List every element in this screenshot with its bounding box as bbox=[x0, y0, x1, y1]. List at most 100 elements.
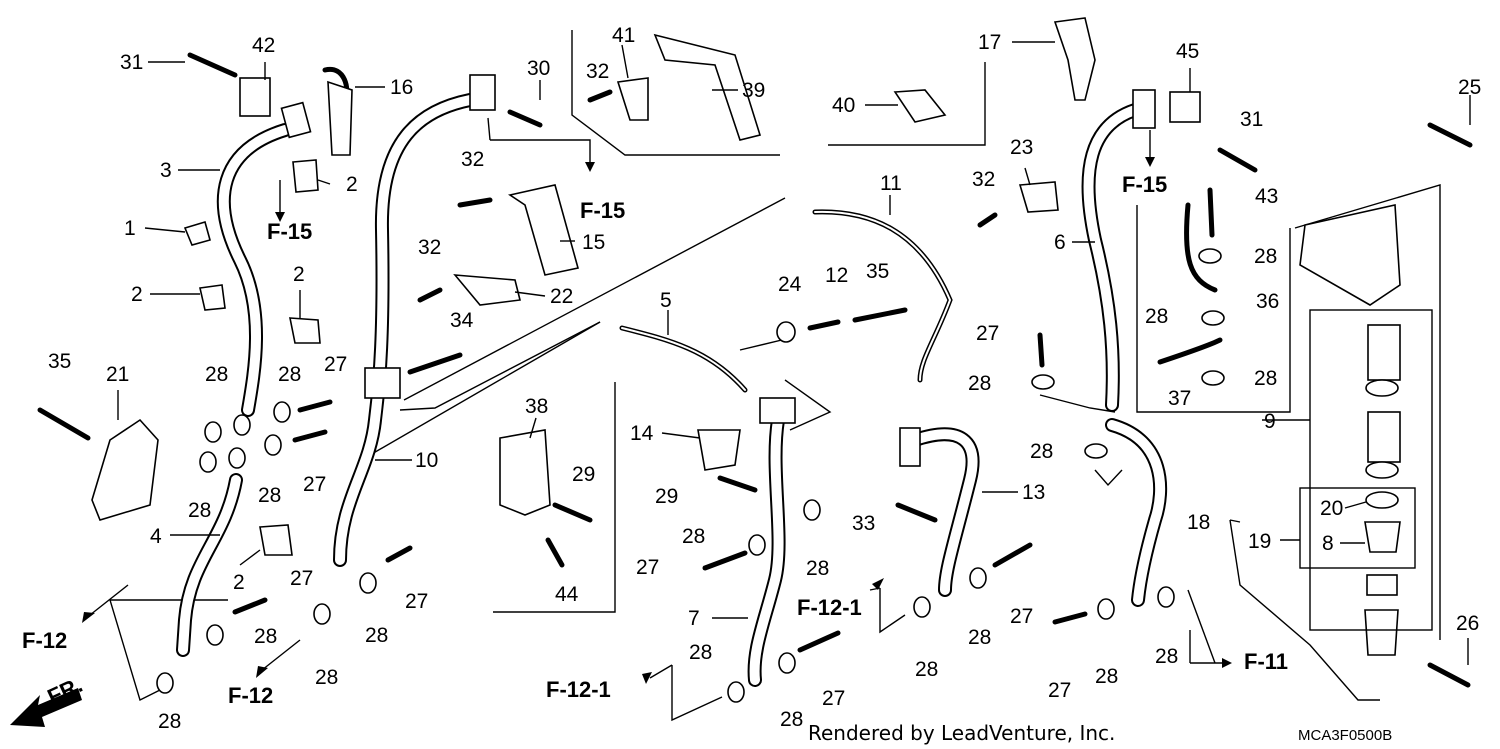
ref-f12-1-bottom: F-12-1 bbox=[546, 677, 611, 702]
callout-31: 31 bbox=[1240, 108, 1263, 131]
callout-29: 29 bbox=[655, 485, 678, 508]
ref-f12-left: F-12 bbox=[22, 628, 67, 653]
callout-36: 36 bbox=[1256, 290, 1279, 313]
callout-26: 26 bbox=[1456, 612, 1479, 635]
callout-45: 45 bbox=[1176, 40, 1199, 63]
callout-4: 4 bbox=[150, 525, 162, 548]
callout-42: 42 bbox=[252, 34, 275, 57]
callout-35: 35 bbox=[48, 350, 71, 373]
callout-27: 27 bbox=[324, 353, 347, 376]
callout-33: 33 bbox=[852, 512, 875, 535]
ref-f12-bottom: F-12 bbox=[228, 683, 273, 708]
callout-14: 14 bbox=[630, 422, 654, 445]
callout-13: 13 bbox=[1022, 481, 1045, 504]
callout-28: 28 bbox=[968, 626, 991, 649]
callout-5: 5 bbox=[660, 289, 672, 312]
callout-27: 27 bbox=[636, 556, 659, 579]
ref-f12-1-middle: F-12-1 bbox=[797, 595, 862, 620]
callout-8: 8 bbox=[1322, 532, 1334, 555]
ref-f15-right: F-15 bbox=[1122, 172, 1167, 197]
callout-28: 28 bbox=[254, 625, 277, 648]
callout-37: 37 bbox=[1168, 387, 1191, 410]
ref-f15-middle: F-15 bbox=[580, 198, 625, 223]
callout-17: 17 bbox=[978, 31, 1001, 54]
callout-27: 27 bbox=[1048, 679, 1071, 702]
callout-25: 25 bbox=[1458, 76, 1481, 99]
washers-and-bolts bbox=[37, 52, 1473, 703]
callout-28: 28 bbox=[689, 641, 712, 664]
callout-28: 28 bbox=[365, 624, 388, 647]
callout-28: 28 bbox=[915, 658, 938, 681]
callout-30: 30 bbox=[527, 57, 550, 80]
callout-21: 21 bbox=[106, 363, 129, 386]
callout-3: 3 bbox=[160, 159, 172, 182]
callout-27: 27 bbox=[822, 687, 845, 710]
callout-28: 28 bbox=[682, 525, 705, 548]
callout-2: 2 bbox=[346, 173, 358, 196]
diagram-code: MCA3F0500B bbox=[1298, 727, 1392, 744]
leader-lines bbox=[82, 41, 1471, 684]
callout-28: 28 bbox=[1254, 245, 1277, 268]
callout-28: 28 bbox=[278, 363, 301, 386]
callout-27: 27 bbox=[303, 473, 326, 496]
callout-28: 28 bbox=[1155, 645, 1178, 668]
callout-20: 20 bbox=[1320, 497, 1343, 520]
callout-38: 38 bbox=[525, 395, 548, 418]
callout-28: 28 bbox=[1254, 367, 1277, 390]
callout-22: 22 bbox=[550, 285, 573, 308]
callout-29: 29 bbox=[572, 463, 595, 486]
callout-28: 28 bbox=[780, 708, 803, 731]
callout-28: 28 bbox=[205, 363, 228, 386]
ref-f15-left: F-15 bbox=[267, 219, 312, 244]
brake-hoses bbox=[176, 93, 1168, 687]
callout-27: 27 bbox=[405, 590, 428, 613]
callout-12: 12 bbox=[825, 264, 848, 287]
callout-32: 32 bbox=[461, 148, 484, 171]
callout-28: 28 bbox=[315, 666, 338, 689]
brake-pipes bbox=[322, 66, 1223, 393]
callout-2: 2 bbox=[131, 283, 143, 306]
callout-28: 28 bbox=[188, 499, 211, 522]
callout-44: 44 bbox=[555, 583, 579, 606]
callout-1: 1 bbox=[124, 217, 136, 240]
callout-27: 27 bbox=[976, 322, 999, 345]
callout-34: 34 bbox=[450, 309, 474, 332]
callout-9: 9 bbox=[1264, 410, 1276, 433]
callout-35: 35 bbox=[866, 260, 889, 283]
callout-11: 11 bbox=[880, 172, 902, 195]
callout-28: 28 bbox=[258, 484, 281, 507]
callout-numbers: 31 42 16 3 2 1 2 2 35 21 28 28 27 28 28 … bbox=[48, 24, 1481, 733]
callout-28: 28 bbox=[806, 557, 829, 580]
credit-text: Rendered by LeadVenture, Inc. bbox=[808, 721, 1115, 745]
callout-15: 15 bbox=[582, 231, 605, 254]
callout-27: 27 bbox=[1010, 605, 1033, 628]
callout-32: 32 bbox=[586, 60, 609, 83]
callout-2: 2 bbox=[293, 263, 305, 286]
callout-23: 23 bbox=[1010, 136, 1033, 159]
callout-39: 39 bbox=[742, 79, 765, 102]
reference-labels: F-15 F-15 F-15 F-12 F-12 F-12-1 F-12-1 F… bbox=[22, 172, 1288, 708]
callout-10: 10 bbox=[415, 449, 438, 472]
callout-28: 28 bbox=[1095, 665, 1118, 688]
callout-7: 7 bbox=[688, 607, 700, 630]
callout-6: 6 bbox=[1054, 231, 1066, 254]
callout-43: 43 bbox=[1255, 185, 1278, 208]
callout-40: 40 bbox=[832, 94, 855, 117]
callout-32: 32 bbox=[972, 168, 995, 191]
front-arrow-icon: FR. bbox=[10, 672, 86, 727]
part-shapes bbox=[91, 17, 1433, 656]
frame-lines bbox=[109, 30, 1441, 722]
callout-18: 18 bbox=[1187, 511, 1210, 534]
callout-19: 19 bbox=[1248, 530, 1271, 553]
callout-28: 28 bbox=[968, 372, 991, 395]
callout-28: 28 bbox=[1030, 440, 1053, 463]
callout-32: 32 bbox=[418, 236, 441, 259]
callout-28: 28 bbox=[1145, 305, 1168, 328]
ref-f11: F-11 bbox=[1244, 649, 1288, 674]
callout-28: 28 bbox=[158, 710, 181, 733]
callout-31: 31 bbox=[120, 51, 143, 74]
callout-16: 16 bbox=[390, 76, 413, 99]
callout-2: 2 bbox=[233, 571, 245, 594]
callout-41: 41 bbox=[612, 24, 635, 47]
